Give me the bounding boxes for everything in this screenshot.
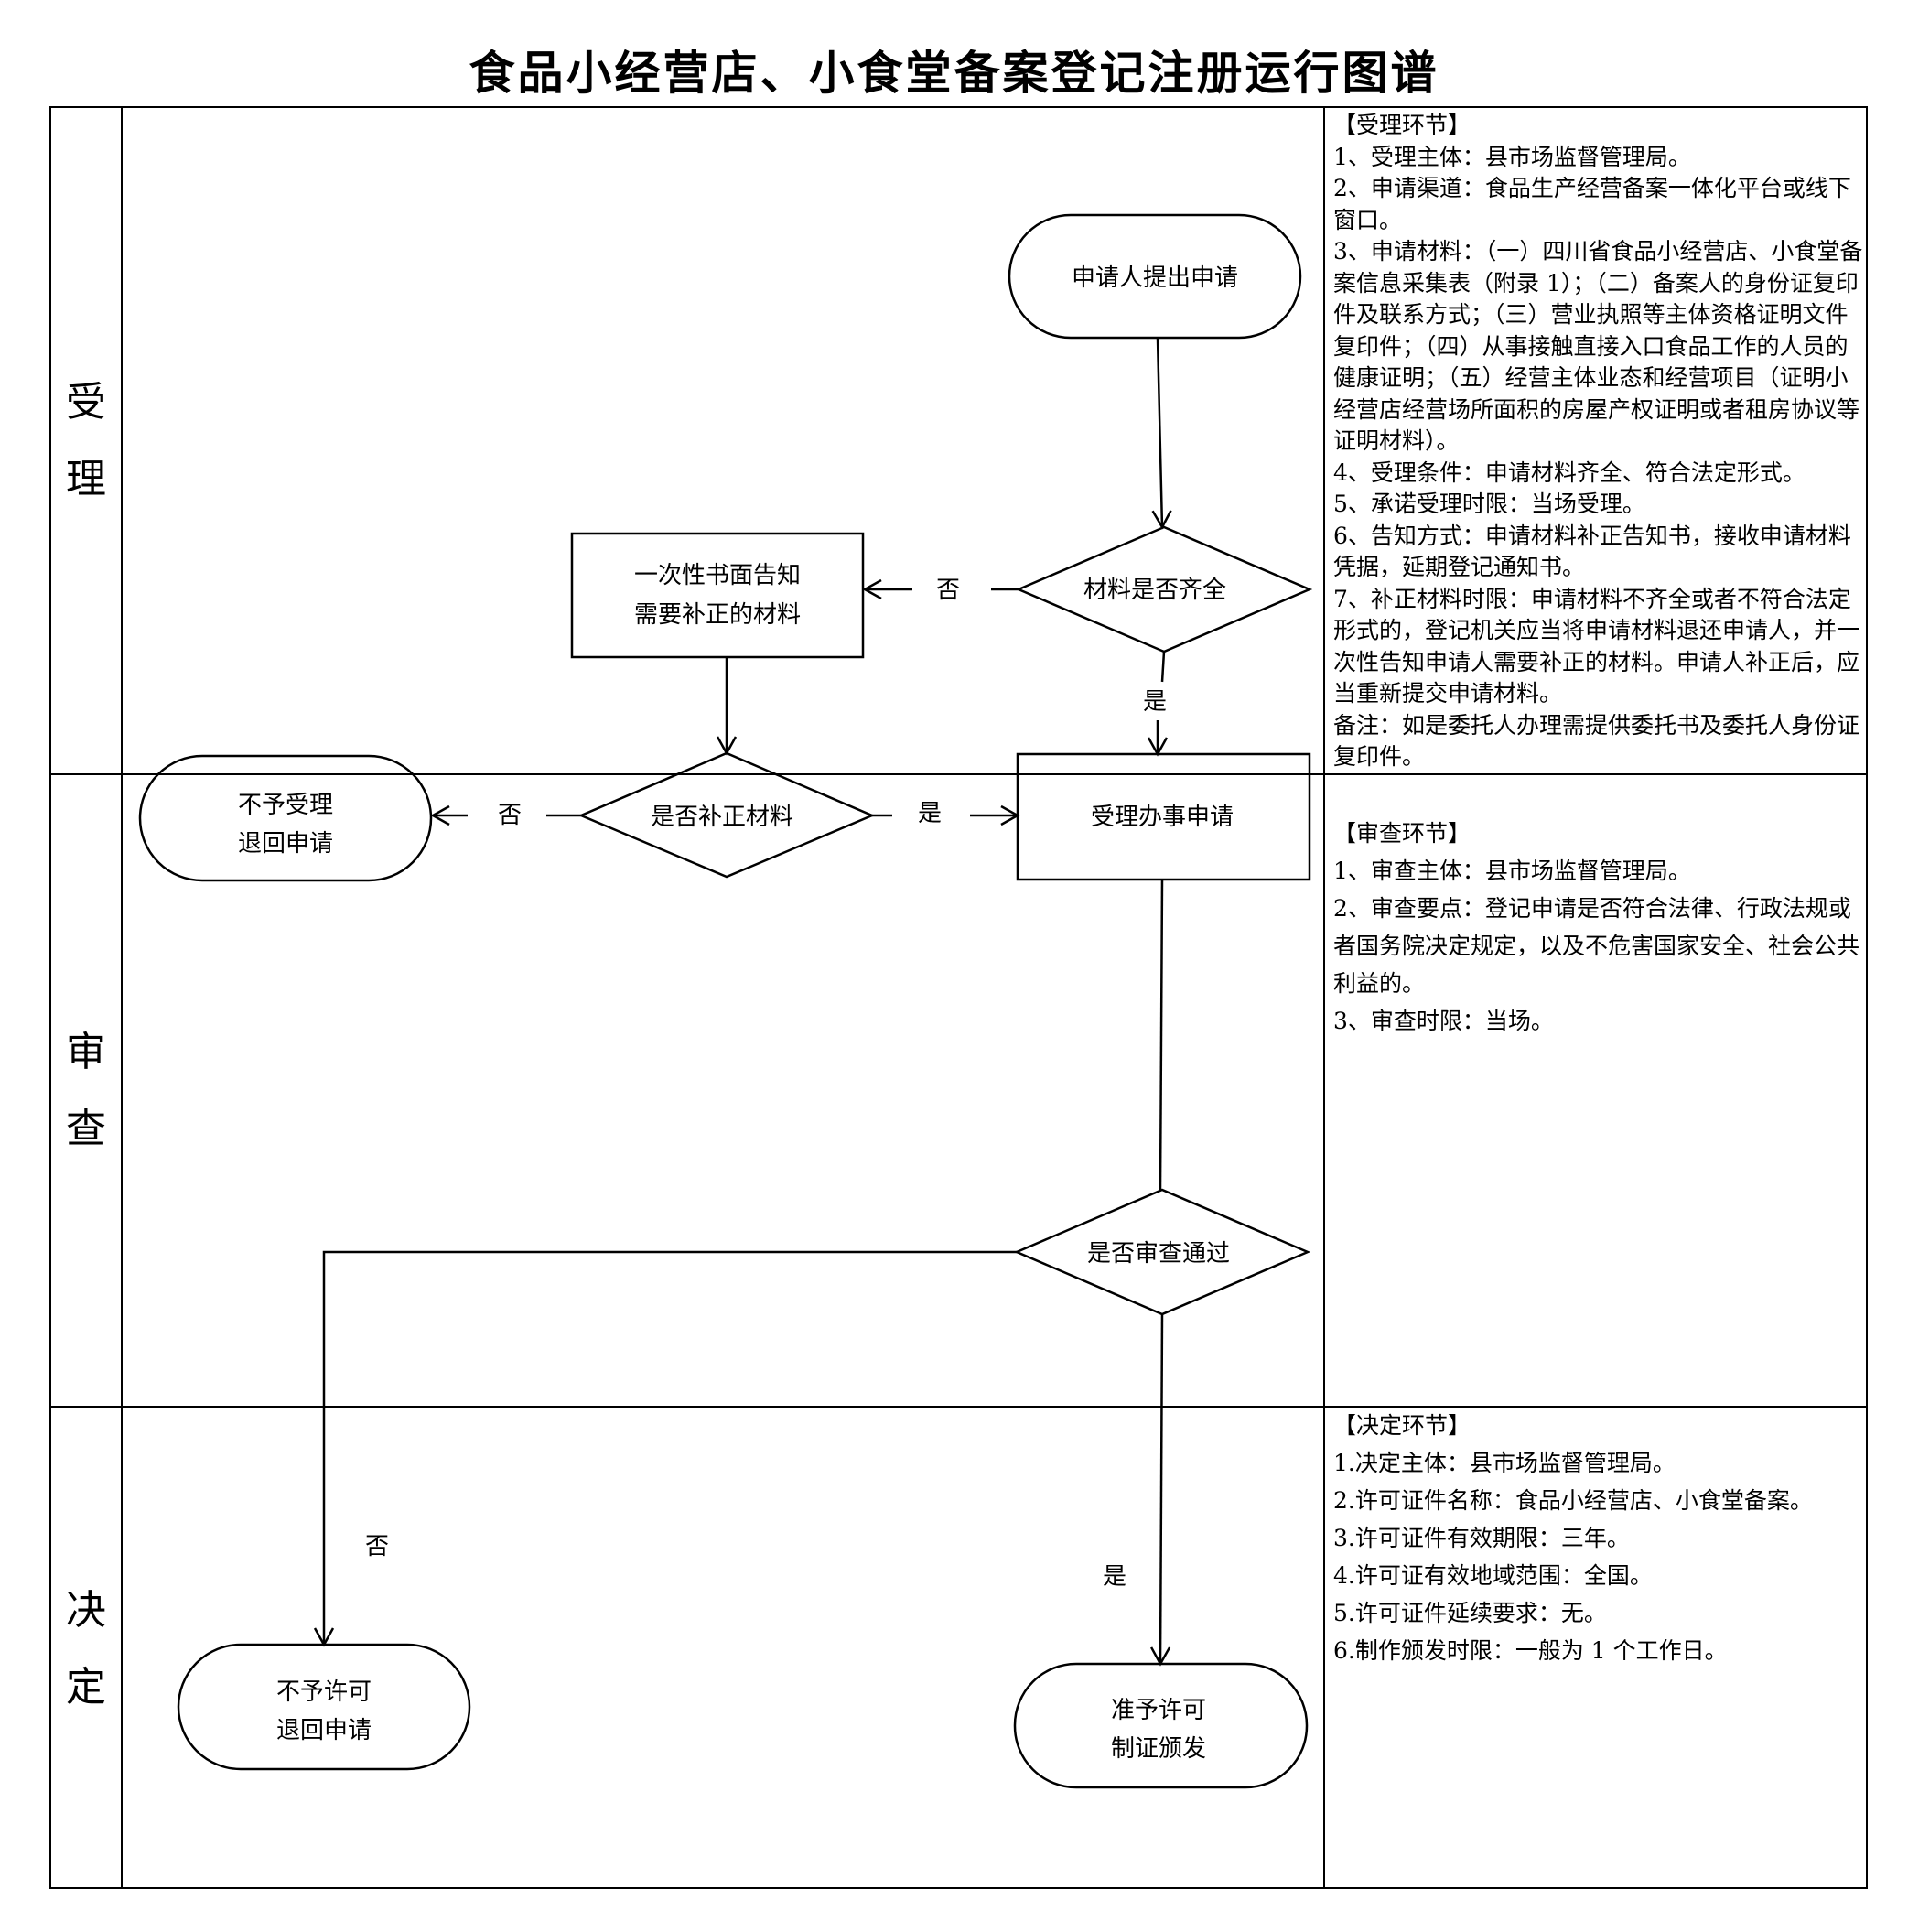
edge-start-to-check (1151, 338, 1172, 530)
lane-label-accept-char-2: 理 (66, 456, 106, 502)
notes-review-item: 3、审查时限：当场。 (1333, 1008, 1554, 1034)
notes-accept-remark: 备注：如是委托人办理需提供委托书及委托人身份证复印件。 (1333, 711, 1860, 771)
lane-label-review-char-2: 查 (66, 1106, 106, 1152)
notes-accept-heading: 【受理环节】 (1333, 112, 1471, 138)
edge-check-yes-segment (1160, 651, 1166, 683)
notes-review-item: 1、审查主体：县市场监督管理局。 (1333, 858, 1691, 884)
lane-label-decide-char-1: 决 (66, 1587, 106, 1634)
lane-label-review-char-1: 审 (66, 1029, 106, 1075)
accept-application-label: 受理办事申请 (1091, 804, 1234, 831)
decision-materials-complete (1015, 525, 1313, 653)
lane-label-accept-char-1: 受 (66, 379, 106, 426)
start-node-label: 申请人提出申请 (1072, 264, 1238, 292)
reject-permit-node (177, 1643, 471, 1771)
notes-accept: 【受理环节】 1、受理主体：县市场监督管理局。 2、申请渠道：食品生产经营备案一… (1333, 110, 1864, 773)
lane-label-review: 审 查 (49, 1014, 123, 1168)
notes-review: 【审查环节】 1、审查主体：县市场监督管理局。 2、审查要点：登记申请是否符合法… (1333, 815, 1864, 1040)
decision-supplemented-label: 是否补正材料 (651, 804, 793, 831)
edge-label-yes-review: 是 (1103, 1563, 1126, 1591)
edge-accept-to-review (1159, 879, 1164, 1191)
notes-decide-item: 5.许可证件延续要求：无。 (1333, 1600, 1607, 1626)
edge-review-yes-to-grant (1149, 1313, 1171, 1667)
notify-node (570, 532, 865, 659)
reject-accept-label-line1: 不予受理 (238, 792, 333, 819)
reject-permit-label-line1: 不予许可 (276, 1678, 372, 1706)
notes-accept-item: 4、受理条件：申请材料齐全、符合法定形式。 (1333, 459, 1806, 486)
notes-decide-heading: 【决定环节】 (1333, 1412, 1471, 1439)
start-node (1008, 213, 1302, 340)
decision-review-passed-label: 是否审查通过 (1087, 1240, 1230, 1268)
notes-accept-item: 2、申请渠道：食品生产经营备案一体化平台或线下窗口。 (1333, 175, 1851, 233)
notes-review-heading: 【审查环节】 (1333, 820, 1471, 847)
notes-divider (1323, 106, 1325, 1889)
notes-accept-item: 3、申请材料：（一）四川省食品小经营店、小食堂备案信息采集表（附录 1）；（二）… (1333, 238, 1863, 454)
notes-decide: 【决定环节】 1.决定主体：县市场监督管理局。 2.许可证件名称：食品小经营店、… (1333, 1407, 1864, 1669)
page-title: 食品小经营店、小食堂备案登记注册运行图谱 (469, 47, 1439, 100)
grant-label-line1: 准予许可 (1111, 1697, 1206, 1724)
grant-label-line2: 制证颁发 (1111, 1735, 1206, 1763)
grant-node (1013, 1662, 1309, 1789)
notes-review-item: 2、审查要点：登记申请是否符合法律、行政法规或者国务院决定规定，以及不危害国家安… (1333, 895, 1860, 997)
reject-accept-label-line2: 退回申请 (238, 830, 333, 858)
edge-label-yes-supplement: 是 (918, 800, 942, 827)
lane-divider-accept-review (49, 773, 1868, 775)
lane-label-decide: 决 定 (49, 1572, 123, 1726)
notes-decide-item: 4.许可证有效地域范围：全国。 (1333, 1562, 1653, 1589)
notes-decide-item: 2.许可证件名称：食品小经营店、小食堂备案。 (1333, 1487, 1813, 1514)
table-frame (49, 106, 1868, 1889)
notes-accept-item: 5、承诺受理时限：当场受理。 (1333, 491, 1645, 517)
lane-divider-review-decide (49, 1406, 1868, 1408)
lane-label-accept: 受 理 (49, 364, 123, 518)
edge-label-no-review: 否 (365, 1533, 389, 1560)
notes-accept-item: 1、受理主体：县市场监督管理局。 (1333, 143, 1691, 170)
edge-label-no-materials: 否 (936, 577, 960, 604)
edge-label-no-supplement: 否 (498, 802, 522, 829)
notify-node-label-line1: 一次性书面告知 (634, 562, 801, 589)
decision-review-passed (1013, 1188, 1311, 1316)
lane-label-decide-char-2: 定 (66, 1664, 106, 1711)
notes-decide-item: 1.决定主体：县市场监督管理局。 (1333, 1450, 1676, 1476)
edge-review-no-to-reject (313, 1250, 1017, 1647)
notes-decide-item: 6.制作颁发时限：一般为 1 个工作日。 (1333, 1637, 1728, 1664)
reject-permit-label-line2: 退回申请 (276, 1717, 372, 1744)
notify-node-label-line2: 需要补正的材料 (634, 601, 801, 629)
notes-accept-item: 7、补正材料时限：申请材料不齐全或者不符合法定形式的，登记机关应当将申请材料退还… (1333, 585, 1860, 707)
notes-accept-item: 6、告知方式：申请材料补正告知书，接收申请材料凭据，延期登记通知书。 (1333, 522, 1851, 581)
lane-label-divider (121, 106, 123, 1889)
edge-label-yes-materials: 是 (1143, 688, 1167, 716)
decision-materials-complete-label: 材料是否齐全 (1083, 577, 1226, 604)
notes-decide-item: 3.许可证件有效期限：三年。 (1333, 1525, 1630, 1551)
